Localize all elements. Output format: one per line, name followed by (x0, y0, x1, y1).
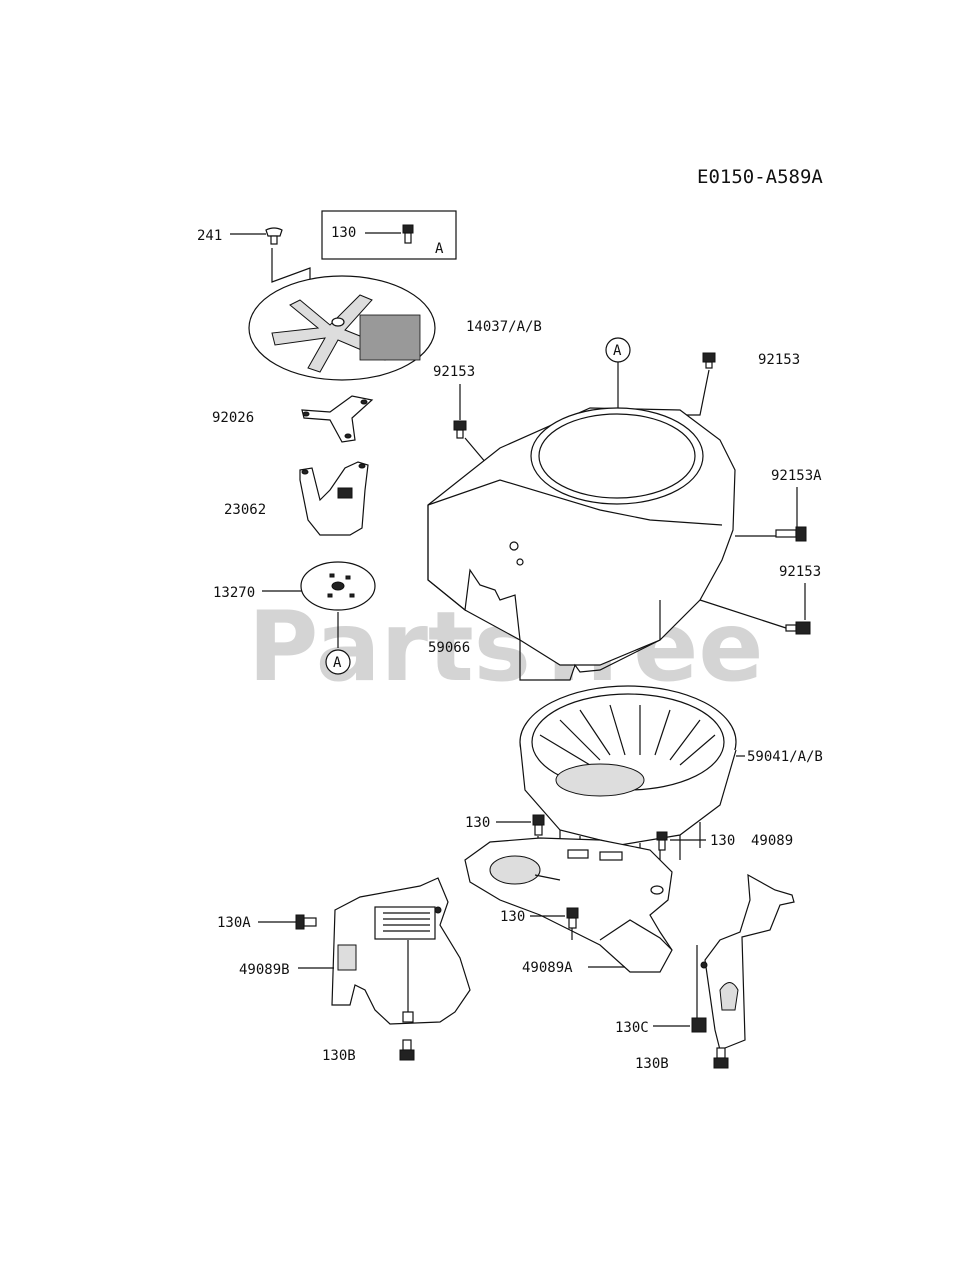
label-130-box[interactable]: 130 (331, 225, 356, 241)
label-130C[interactable]: 130C (615, 1020, 649, 1036)
label-59041[interactable]: 59041/A/B (747, 749, 823, 765)
label-49089B[interactable]: 49089B (239, 962, 290, 978)
part-130A: 130A (217, 914, 317, 931)
part-92153-left: 92153 (433, 364, 493, 471)
label-59066[interactable]: 59066 (428, 640, 470, 656)
part-130-c: 130 (500, 907, 579, 940)
label-49089A[interactable]: 49089A (522, 960, 573, 976)
part-92153A-bolt: 92153A (735, 468, 822, 542)
callout-a-letter-upper: A (613, 343, 622, 359)
part-92153-right-lower: 92153 (699, 564, 821, 635)
part-130B-left: 130B (322, 1039, 415, 1064)
part-130-b: 130 (656, 831, 735, 851)
label-92026[interactable]: 92026 (212, 410, 254, 426)
part-49089B-shroud: 49089B (239, 877, 471, 1025)
label-130A[interactable]: 130A (217, 915, 251, 931)
label-130B-right[interactable]: 130B (635, 1056, 669, 1072)
label-14037[interactable]: 14037/A/B (466, 319, 542, 335)
bolt-icon (402, 224, 414, 244)
label-92153-a[interactable]: 92153 (433, 364, 475, 380)
label-13270[interactable]: 13270 (213, 585, 255, 601)
label-92153-c[interactable]: 92153 (779, 564, 821, 580)
callout-letter: A (435, 241, 444, 257)
part-13270-plate: 13270 A (213, 561, 376, 675)
part-130B-right: 130B (635, 1047, 729, 1072)
part-49089A-baffle: 49089A (464, 837, 673, 976)
label-130-b[interactable]: 130 (710, 833, 735, 849)
part-49089-shroud: 49089 (696, 833, 795, 1051)
label-49089[interactable]: 49089 (751, 833, 793, 849)
part-92153-right-top: 92153 (640, 352, 800, 416)
part-130C: 130C (615, 1017, 707, 1036)
callout-a-letter-lower: A (333, 655, 342, 671)
label-130-a[interactable]: 130 (465, 815, 490, 831)
label-92153-b[interactable]: 92153 (758, 352, 800, 368)
part-23062-bracket: 23062 (224, 461, 369, 536)
label-92153A[interactable]: 92153A (771, 468, 822, 484)
label-241[interactable]: 241 (197, 228, 222, 244)
label-130B-left[interactable]: 130B (322, 1048, 356, 1064)
diagram-code: E0150-A589A (697, 166, 823, 188)
callout-box-a: 130 A (321, 210, 457, 260)
part-92026-bracket: 92026 (212, 395, 374, 443)
callout-a-marker-upper: A (605, 337, 631, 462)
label-130-c[interactable]: 130 (500, 909, 525, 925)
label-23062[interactable]: 23062 (224, 502, 266, 518)
part-59066-blower-housing: 59066 (427, 407, 736, 681)
part-59041-fan: 59041/A/B (519, 685, 823, 872)
part-cover-screen (248, 275, 436, 381)
callout-a-marker-lower (325, 649, 351, 675)
